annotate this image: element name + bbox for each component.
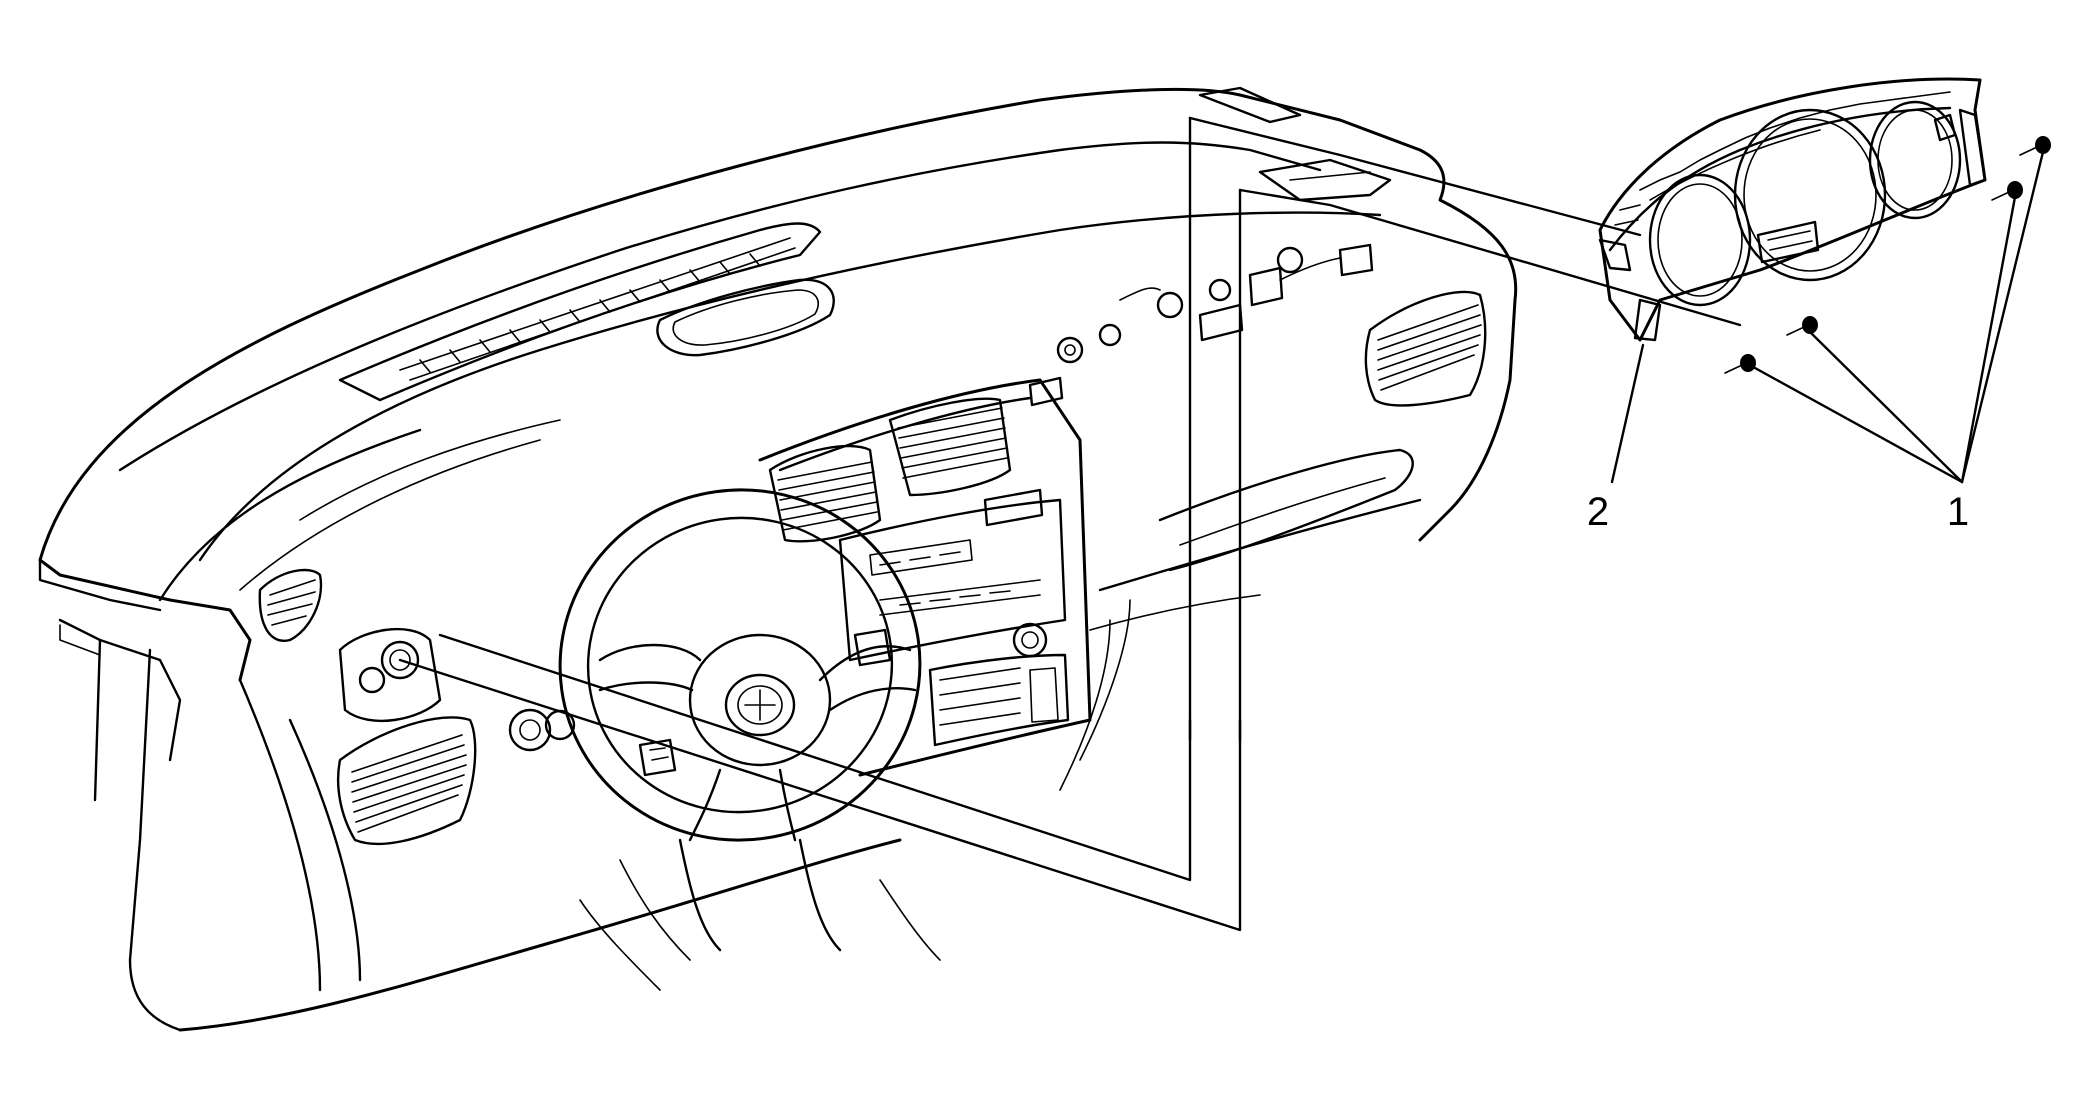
tachometer-gauge <box>1648 173 1752 307</box>
speedometer-gauge <box>1733 108 1887 282</box>
alignment-lines <box>398 116 1742 932</box>
screw-icon-right <box>1991 181 2023 201</box>
headlamp-switch <box>338 627 442 723</box>
steering-wheel-icon <box>558 488 922 842</box>
ignition-knob <box>508 708 576 752</box>
instrument-cluster <box>1598 77 1987 342</box>
hvac-control <box>928 653 1070 747</box>
right-air-vent-icon <box>1364 290 1487 407</box>
radio-unit <box>838 498 1067 662</box>
defroster-grille <box>399 237 796 381</box>
wiring-connectors <box>1028 243 1374 407</box>
center-air-vent-icon <box>768 397 1012 543</box>
sensor-panel <box>656 278 835 357</box>
small-left-vent-icon <box>258 568 323 642</box>
left-air-vent-icon <box>336 716 477 846</box>
glove-box <box>1158 448 1414 572</box>
screw-icon-lower <box>1724 354 1756 374</box>
fuel-gauge <box>1868 100 1962 220</box>
callout-2-leader <box>1610 343 1645 484</box>
callout-label-1: 1 <box>1947 490 1969 534</box>
callout-label-2: 2 <box>1587 490 1609 534</box>
instrument-panel <box>38 86 1518 1032</box>
center-stack <box>758 378 1092 777</box>
screw-icon-middle <box>1786 316 1818 336</box>
screw-icon-top-right <box>2019 136 2051 156</box>
callout-1-leaders <box>1753 150 2045 484</box>
